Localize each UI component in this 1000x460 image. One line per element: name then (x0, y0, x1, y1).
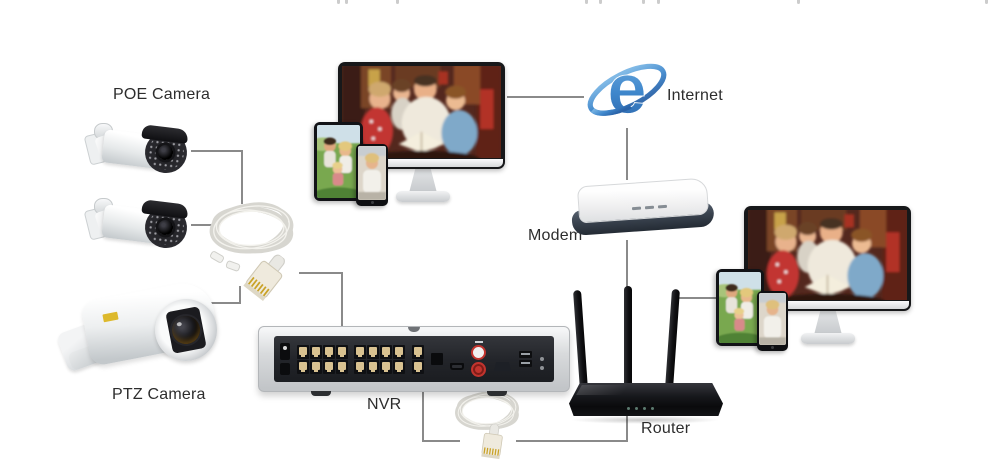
ethernet-port (367, 344, 379, 359)
router-shadow (570, 416, 720, 424)
crop-artifact (337, 0, 340, 4)
line-nvr-cable2-h (422, 440, 460, 442)
ethernet-port (297, 359, 309, 374)
power-switch (280, 343, 290, 360)
power-inlet (280, 363, 290, 375)
panel-screw (540, 357, 544, 361)
crop-artifact (642, 0, 645, 4)
router-antenna-middle (624, 286, 632, 390)
monitor-stand-neck (814, 309, 842, 335)
line-router-display (677, 297, 717, 299)
crop-artifact (585, 0, 588, 4)
vga-port (494, 362, 511, 371)
usb-port (519, 351, 532, 358)
lan-port (412, 359, 424, 374)
monitor-stand-base (396, 191, 450, 202)
line-ptz-v (239, 286, 241, 304)
monitor-chin (340, 159, 503, 167)
nvr-foot (311, 391, 331, 396)
crop-artifact (345, 0, 348, 4)
internet-explorer-icon (584, 44, 670, 132)
poe-camera-1 (83, 118, 195, 180)
nvr-foot (487, 391, 507, 396)
monitor-stand-neck (409, 167, 437, 193)
ethernet-port (393, 359, 405, 374)
ethernet-port (354, 359, 366, 374)
monitor-screen-photo (748, 210, 907, 300)
ethernet-port (367, 359, 379, 374)
monitor-right (744, 206, 911, 311)
rj45-connector-bottom (474, 422, 513, 460)
nvr-top-notch (408, 327, 420, 332)
poe-port-block (297, 344, 405, 374)
crop-artifact (797, 0, 800, 4)
ptz-lens (169, 313, 203, 347)
line-ptz-h (187, 302, 241, 304)
phone-center (356, 144, 388, 206)
line-camera1-h (191, 150, 243, 152)
rca-audio-in (471, 345, 486, 360)
usb-port (519, 360, 532, 367)
ethernet-port (310, 359, 322, 374)
modem-device (570, 177, 720, 239)
monitor-chin (746, 301, 909, 309)
line-camera2-h (191, 224, 218, 226)
rca-audio-out (471, 362, 486, 377)
monitor-screen-photo (342, 66, 501, 158)
modem-label: Modem (528, 227, 583, 244)
monitor-stand-base (801, 333, 855, 344)
ethernet-port (310, 344, 322, 359)
ethernet-port (323, 359, 335, 374)
nvr-rear-panel (274, 336, 554, 382)
poe-camera-label: POE Camera (113, 86, 211, 103)
line-nvr-cable2-v (422, 390, 424, 442)
router-device (565, 286, 727, 420)
ethernet-port (336, 344, 348, 359)
ethernet-port (336, 359, 348, 374)
expansion-slot (431, 353, 443, 365)
ethernet-port (380, 359, 392, 374)
lan-port (412, 344, 424, 359)
router-status-lights (627, 407, 654, 410)
router-label: Router (641, 420, 691, 437)
router-body (569, 383, 723, 416)
rca-jacks (471, 341, 486, 377)
line-cable2-router-h (516, 440, 628, 442)
rca-label-mark (474, 341, 483, 343)
ethernet-port (380, 344, 392, 359)
ptz-lens-window (165, 306, 207, 354)
line-cable2-router-v (626, 414, 628, 442)
ethernet-port (323, 344, 335, 359)
line-camera1-v (241, 150, 243, 204)
ptz-camera-label: PTZ Camera (112, 386, 206, 403)
ethernet-port (393, 344, 405, 359)
phone-right (757, 291, 788, 351)
line-internet-modem (626, 128, 628, 180)
ethernet-port (297, 344, 309, 359)
line-monitor-internet (507, 96, 584, 98)
line-modem-router (626, 240, 628, 292)
lan-port-block (412, 344, 424, 374)
tablet-center (314, 122, 363, 201)
router-antenna-right (665, 288, 680, 390)
line-cable1-nvr-h (299, 272, 343, 274)
crop-artifact (985, 0, 988, 4)
line-cable1-nvr-v (341, 272, 343, 327)
poe-camera-2 (83, 193, 195, 255)
nvr-device (258, 326, 570, 396)
ptz-camera (55, 278, 227, 388)
usb-ports (519, 351, 532, 367)
crop-artifact (657, 0, 660, 4)
internet-label: Internet (667, 87, 723, 104)
hdmi-port (450, 362, 464, 370)
nvr-power-section (280, 343, 290, 375)
crop-artifact (599, 0, 602, 4)
tablet-right (716, 269, 764, 346)
router-antenna-left (573, 289, 588, 391)
crop-artifact (396, 0, 399, 4)
ethernet-port (354, 344, 366, 359)
nvr-label: NVR (367, 396, 402, 413)
